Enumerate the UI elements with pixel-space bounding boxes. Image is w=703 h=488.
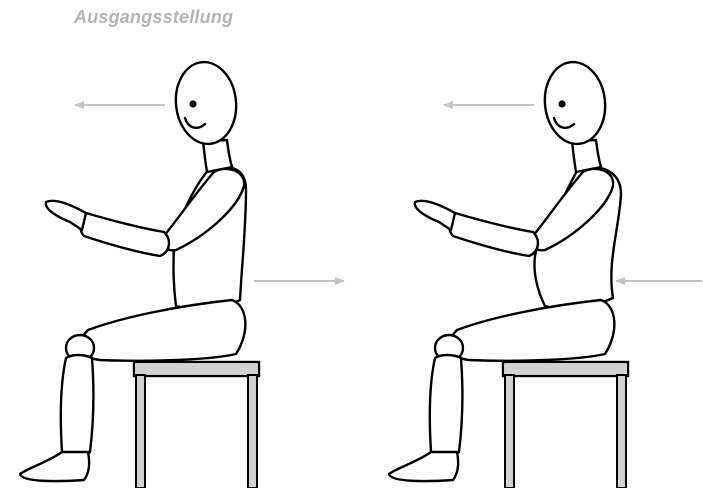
chair [503,362,628,488]
legs [389,300,614,481]
legs [20,300,245,481]
head-and-arms [46,59,244,256]
figure-arched-posture [389,59,702,488]
figure-neutral-posture [20,59,344,488]
chair [134,362,259,488]
head-and-arms [415,59,613,256]
